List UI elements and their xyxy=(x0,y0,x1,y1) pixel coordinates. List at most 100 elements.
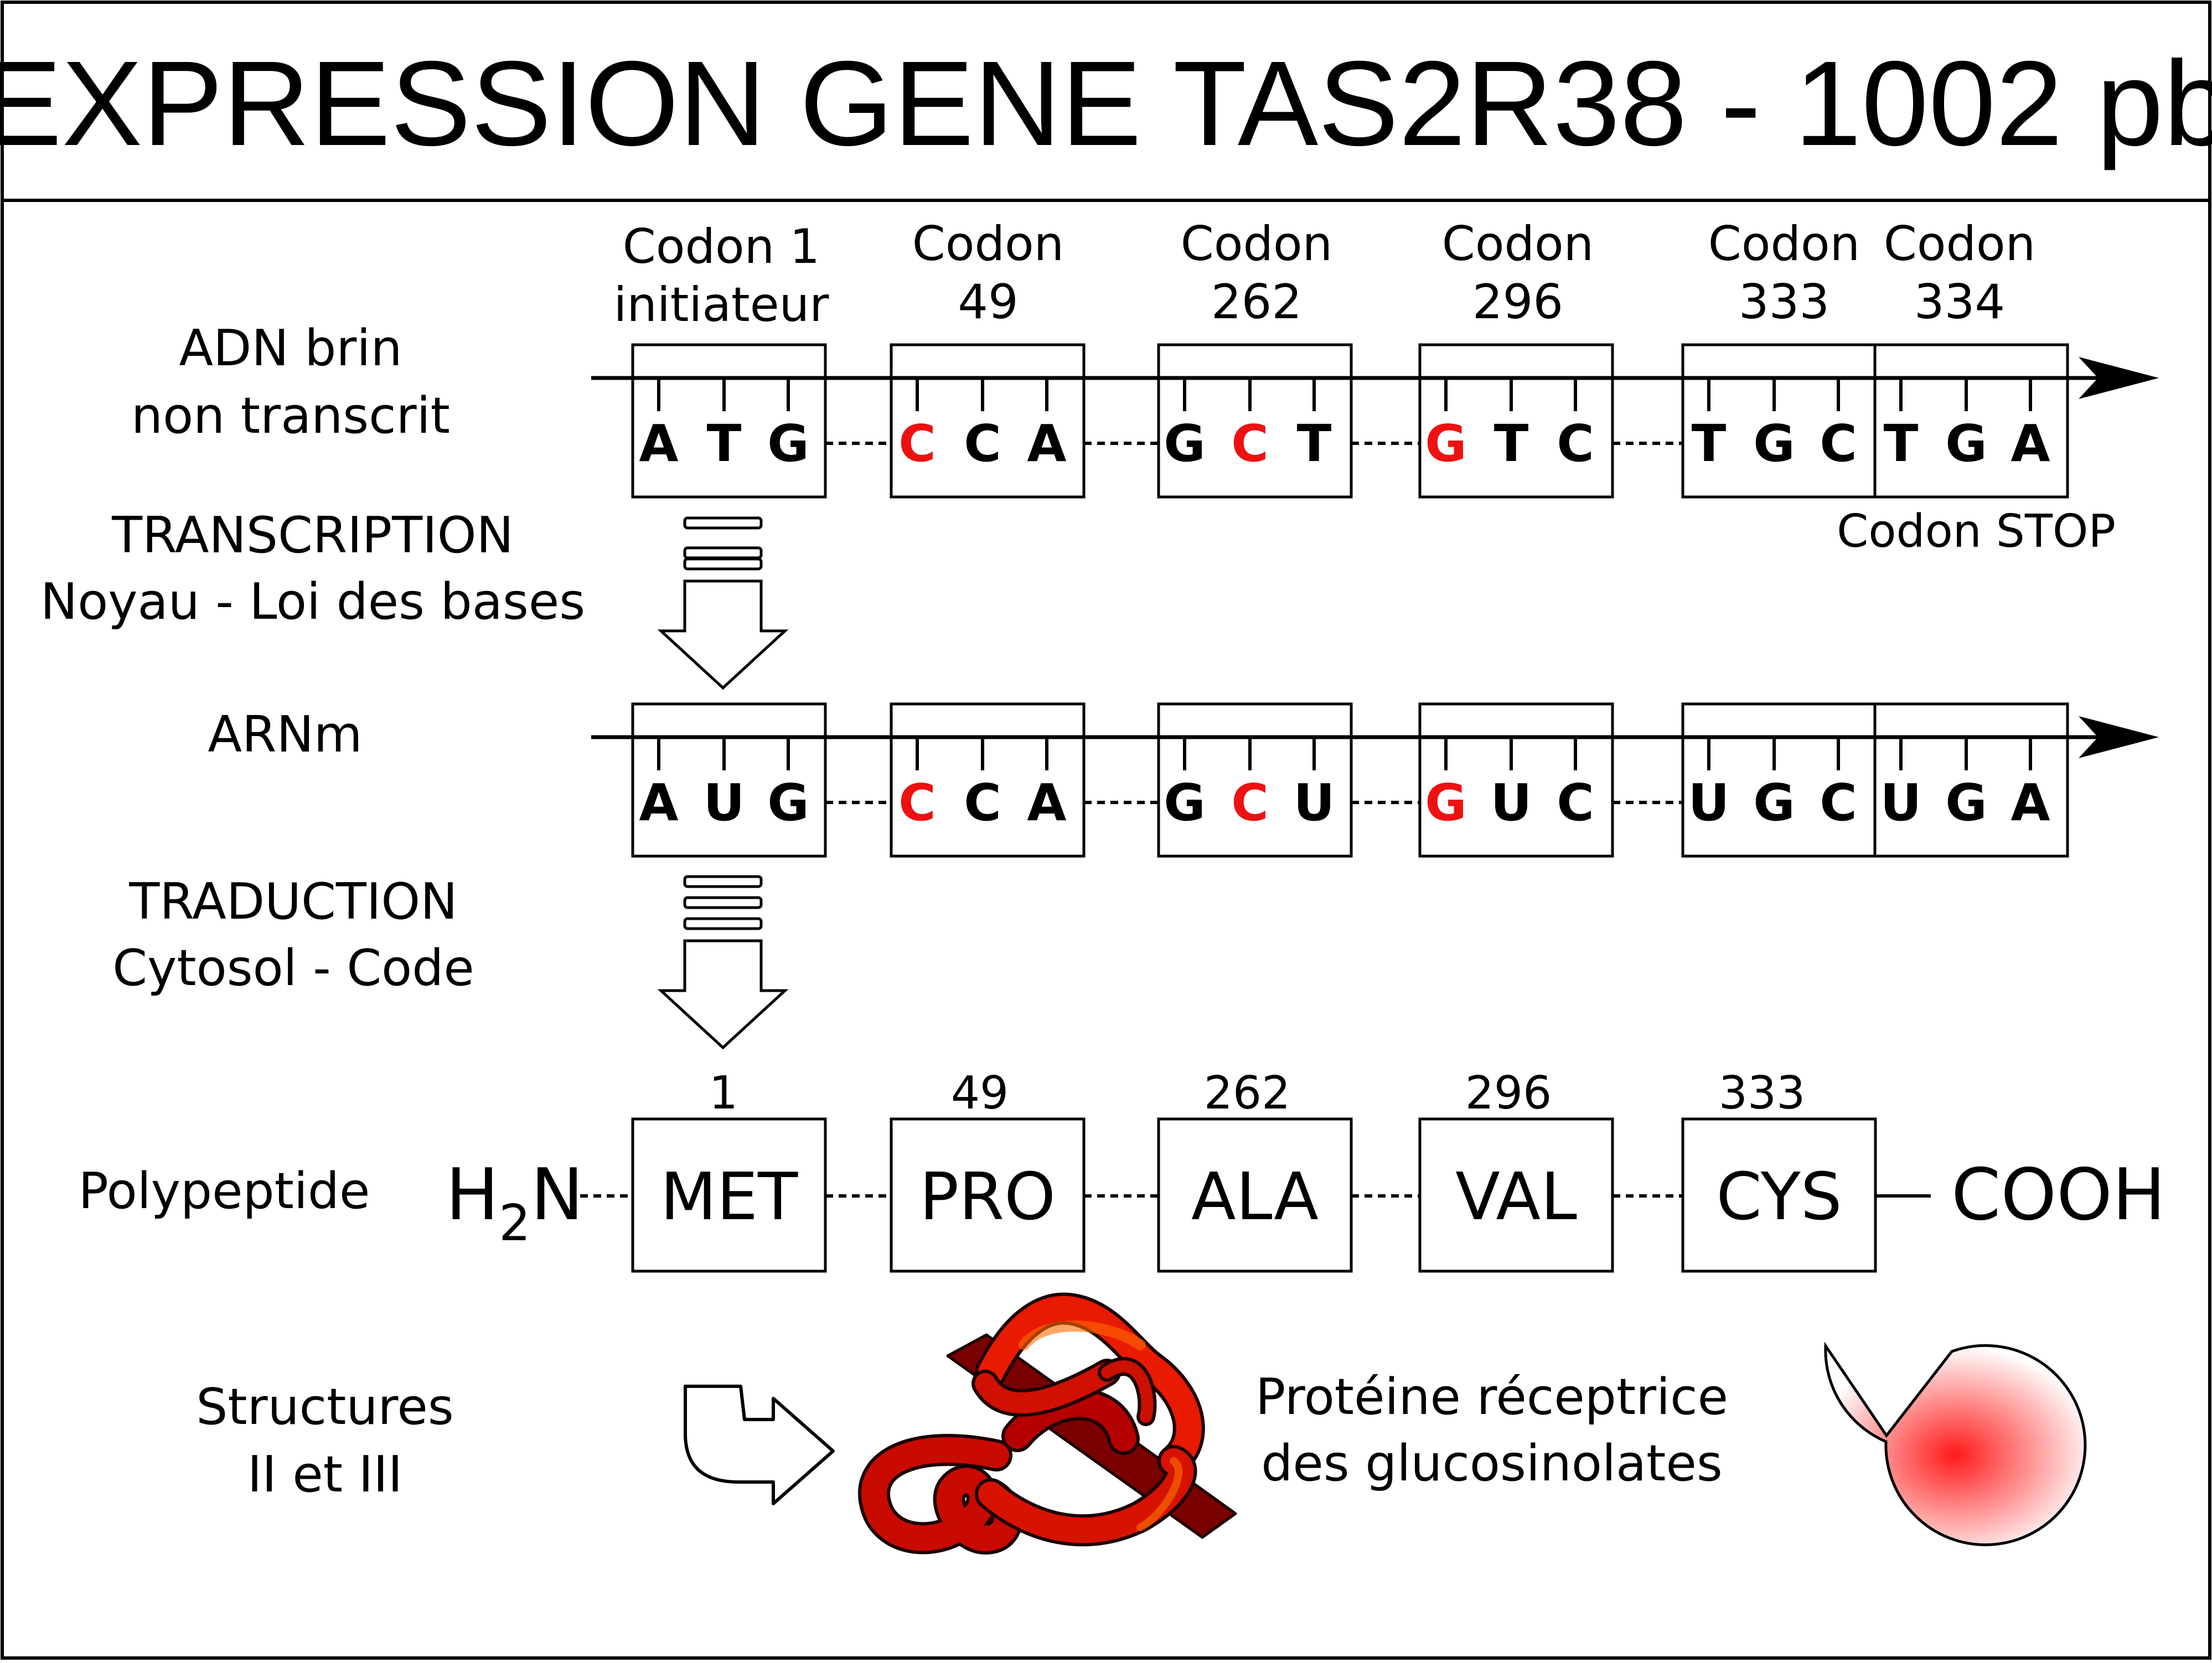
amino-acid-box-3 xyxy=(1157,1117,1353,1273)
mrna-codon-box-6 xyxy=(1873,702,2069,858)
codon-header-4-line1: Codon xyxy=(1442,216,1594,272)
amino-acid-box-5 xyxy=(1681,1117,1877,1273)
mrna-base-2-2: C xyxy=(964,773,1001,832)
codon-header-3-line1: Codon xyxy=(1181,216,1332,272)
mrna-base-3-2: C xyxy=(1231,773,1269,832)
translation-label: TRADUCTION xyxy=(128,873,457,931)
amino-acid-label-1: MET xyxy=(660,1158,798,1235)
codon-header-5-line2: 333 xyxy=(1739,274,1829,330)
amino-acid-label-5: CYS xyxy=(1716,1158,1842,1235)
amino-acid-number-3: 262 xyxy=(1204,1067,1291,1120)
n-terminal: H2N xyxy=(446,1154,583,1252)
codon-header-4-line2: 296 xyxy=(1472,274,1563,330)
structures-arrow-icon xyxy=(684,1385,835,1505)
dna-base-5-2: G xyxy=(1753,414,1795,473)
protein-caption-line1: Protéine réceptrice xyxy=(1255,1368,1728,1426)
structures-sublabel: II et III xyxy=(247,1446,403,1504)
mrna-base-6-1: U xyxy=(1880,773,1922,832)
mrna-label: ARNm xyxy=(208,706,362,764)
dna-codon-box-1 xyxy=(631,343,827,499)
dna-label-line2: non transcrit xyxy=(131,387,450,445)
mrna-base-2-1: C xyxy=(898,773,936,832)
dna-base-4-1: G xyxy=(1425,414,1467,473)
dna-base-4-2: T xyxy=(1494,414,1529,473)
mrna-base-5-3: C xyxy=(1820,773,1857,832)
dna-base-6-2: G xyxy=(1945,414,1987,473)
protein-caption-line2: des glucosinolates xyxy=(1261,1434,1722,1493)
amino-acid-box-1 xyxy=(631,1117,827,1273)
codon-header-1-line2: initiateur xyxy=(613,277,829,333)
dna-base-3-3: T xyxy=(1297,414,1332,473)
folded-protein-icon xyxy=(858,1292,1237,1555)
dna-base-3-1: G xyxy=(1164,414,1206,473)
mrna-base-3-1: G xyxy=(1164,773,1206,832)
amino-acid-box-2 xyxy=(890,1117,1086,1273)
dna-codon-box-6 xyxy=(1873,343,2069,499)
amino-acid-number-2: 49 xyxy=(951,1067,1009,1120)
dna-base-6-1: T xyxy=(1884,414,1919,473)
polypeptide-label: Polypeptide xyxy=(79,1162,370,1220)
structures-label: Structures xyxy=(196,1378,454,1436)
dna-base-1-3: G xyxy=(767,414,809,473)
amino-acid-number-5: 333 xyxy=(1719,1067,1806,1120)
dna-direction-arrow-icon xyxy=(2079,357,2159,399)
mrna-base-4-1: G xyxy=(1425,773,1467,832)
mrna-base-4-2: U xyxy=(1491,773,1532,832)
translation-sublabel: Cytosol - Code xyxy=(112,939,474,997)
mrna-codon-box-2 xyxy=(890,702,1086,858)
transcription-sublabel: Noyau - Loi des bases xyxy=(40,573,585,631)
amino-acid-number-1: 1 xyxy=(709,1067,738,1120)
receptor-icon xyxy=(1824,1341,2087,1546)
mrna-codon-box-1 xyxy=(631,702,827,858)
dna-base-5-3: C xyxy=(1820,414,1857,473)
dna-label-line1: ADN brin xyxy=(179,319,402,377)
translation-arrow-icon xyxy=(657,875,789,1050)
amino-acid-label-2: PRO xyxy=(919,1158,1056,1235)
mrna-base-2-3: A xyxy=(1027,773,1066,832)
dna-base-3-2: C xyxy=(1231,414,1269,473)
amino-acid-label-3: ALA xyxy=(1191,1158,1319,1235)
mrna-base-1-3: G xyxy=(767,773,809,832)
mrna-base-6-2: G xyxy=(1945,773,1987,832)
codon-header-6-line2: 334 xyxy=(1914,274,2005,330)
mrna-codon-box-4 xyxy=(1418,702,1614,858)
dna-base-2-3: A xyxy=(1027,414,1066,473)
stop-codon-label: Codon STOP xyxy=(1837,505,2116,558)
amino-acid-number-4: 296 xyxy=(1465,1067,1552,1120)
mrna-base-5-2: G xyxy=(1753,773,1795,832)
dna-base-2-2: C xyxy=(964,414,1001,473)
mrna-codon-box-3 xyxy=(1157,702,1353,858)
dna-codon-box-4 xyxy=(1418,343,1614,499)
c-terminal: COOH xyxy=(1951,1154,2166,1236)
amino-acid-label-4: VAL xyxy=(1455,1158,1577,1235)
page-title: EXPRESSION GENE TAS2R38 - 1002 pb xyxy=(0,37,2212,171)
dna-codon-box-2 xyxy=(890,343,1086,499)
mrna-direction-arrow-icon xyxy=(2079,716,2159,758)
dna-base-1-2: T xyxy=(707,414,742,473)
transcription-arrow-icon xyxy=(657,516,789,690)
codon-header-5-line1: Codon xyxy=(1708,216,1860,272)
codon-header-2-line2: 49 xyxy=(958,274,1018,330)
dna-base-4-3: C xyxy=(1557,414,1594,473)
codon-headers: Codon 1initiateurCodon49Codon262Codon296… xyxy=(613,216,2035,333)
transcription-label: TRANSCRIPTION xyxy=(111,506,514,564)
dna-codon-box-3 xyxy=(1157,343,1353,499)
mrna-base-6-3: A xyxy=(2011,773,2050,832)
mrna-base-1-2: U xyxy=(704,773,745,832)
mrna-base-4-3: C xyxy=(1557,773,1594,832)
dna-base-2-1: C xyxy=(898,414,936,473)
dna-base-1-1: A xyxy=(639,414,678,473)
mrna-base-3-3: U xyxy=(1294,773,1335,832)
codon-header-2-line1: Codon xyxy=(912,216,1064,272)
codon-header-3-line2: 262 xyxy=(1211,274,1302,330)
dna-base-6-3: A xyxy=(2011,414,2050,473)
amino-acid-box-4 xyxy=(1418,1117,1614,1273)
mrna-base-1-1: A xyxy=(639,773,678,832)
dna-base-5-1: T xyxy=(1692,414,1727,473)
codon-header-1-line1: Codon 1 xyxy=(623,219,820,274)
